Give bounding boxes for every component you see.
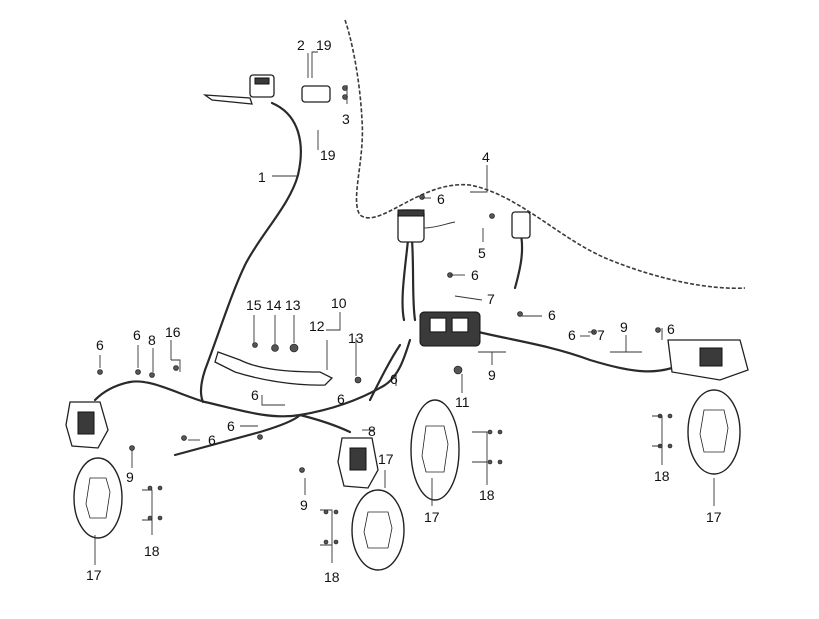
callout-8-front: 8 bbox=[368, 423, 376, 439]
callout-9-abs: 9 bbox=[488, 367, 496, 383]
parking-cable-4 bbox=[344, 19, 746, 290]
callout-15: 15 bbox=[246, 297, 262, 313]
callout-6-center: 6 bbox=[390, 371, 398, 387]
brake-hose-diagonal bbox=[368, 343, 402, 402]
callout-6-reservoir: 6 bbox=[437, 191, 445, 207]
brake-disc-left bbox=[73, 457, 123, 539]
brake-disc-right bbox=[687, 389, 741, 475]
abs-modulator bbox=[419, 311, 481, 347]
callout-6-upper: 6 bbox=[471, 267, 479, 283]
callout-8-left: 8 bbox=[148, 332, 156, 348]
callout-1: 1 bbox=[258, 169, 266, 185]
callout-7-right: 7 bbox=[597, 327, 605, 343]
rear-left-caliper bbox=[65, 401, 109, 449]
brake-disc-center bbox=[351, 489, 405, 571]
callout-6-mid: 6 bbox=[337, 391, 345, 407]
fluid-reservoir bbox=[397, 209, 456, 243]
front-caliper bbox=[337, 437, 379, 489]
callout-19-bottom: 19 bbox=[320, 147, 336, 163]
callout-6-right: 6 bbox=[568, 327, 576, 343]
callout-9-front: 9 bbox=[300, 497, 308, 513]
callout-6-lower: 6 bbox=[227, 418, 235, 434]
master-cylinder bbox=[202, 74, 275, 105]
hose-bolts bbox=[97, 194, 661, 473]
callout-13-mid: 13 bbox=[348, 330, 364, 346]
brake-hose-center bbox=[203, 338, 412, 418]
brake-hose-rear bbox=[93, 380, 207, 404]
callout-18-middle: 18 bbox=[479, 487, 495, 503]
callout-5: 5 bbox=[478, 245, 486, 261]
callout-9-left: 9 bbox=[126, 469, 134, 485]
brake-pedal bbox=[214, 351, 334, 386]
callout-6-pedal: 6 bbox=[251, 387, 259, 403]
brake-switch-assembly bbox=[301, 85, 348, 103]
callout-6-far-right: 6 bbox=[667, 321, 675, 337]
callout-18-right: 18 bbox=[654, 468, 670, 484]
reservoir-hose-2 bbox=[401, 238, 410, 322]
callout-16: 16 bbox=[165, 324, 181, 340]
callout-17-front: 17 bbox=[378, 451, 394, 467]
callout-6-bottom-left: 6 bbox=[208, 432, 216, 448]
callout-6-abs: 6 bbox=[548, 307, 556, 323]
leader-lines bbox=[94, 51, 715, 565]
brake-hose-1 bbox=[199, 101, 302, 404]
callout-9-right: 9 bbox=[620, 319, 628, 335]
brake-hose-upper-right bbox=[513, 228, 524, 290]
callout-14: 14 bbox=[266, 297, 282, 313]
callout-17-middle: 17 bbox=[424, 509, 440, 525]
brake-hoses bbox=[93, 19, 746, 457]
callout-12: 12 bbox=[309, 318, 325, 334]
brake-hose-front bbox=[298, 413, 352, 434]
brake-hose-right bbox=[468, 328, 692, 373]
callout-7-upper: 7 bbox=[487, 291, 495, 307]
callout-18-front: 18 bbox=[324, 569, 340, 585]
callout-11: 11 bbox=[455, 394, 470, 410]
callout-10: 10 bbox=[331, 295, 347, 311]
callout-3: 3 bbox=[342, 111, 350, 127]
callout-17-right: 17 bbox=[706, 509, 722, 525]
brake-disc-middle bbox=[410, 399, 460, 501]
callout-19-top: 19 bbox=[316, 37, 332, 53]
callout-13-top: 13 bbox=[285, 297, 301, 313]
callout-18-left: 18 bbox=[144, 543, 160, 559]
callout-6-left: 6 bbox=[133, 327, 141, 343]
rear-right-caliper bbox=[667, 339, 749, 381]
parking-connector bbox=[489, 211, 531, 239]
callout-17-left: 17 bbox=[86, 567, 102, 583]
callout-labels: 1 2 19 3 19 4 6 5 6 7 6 7 6 9 6 15 14 13… bbox=[86, 37, 722, 585]
callout-6-far-left: 6 bbox=[96, 337, 104, 353]
callout-2: 2 bbox=[297, 37, 305, 53]
reservoir-hose bbox=[410, 238, 417, 322]
brake-hose-lower bbox=[173, 413, 302, 457]
callout-4: 4 bbox=[482, 149, 490, 165]
